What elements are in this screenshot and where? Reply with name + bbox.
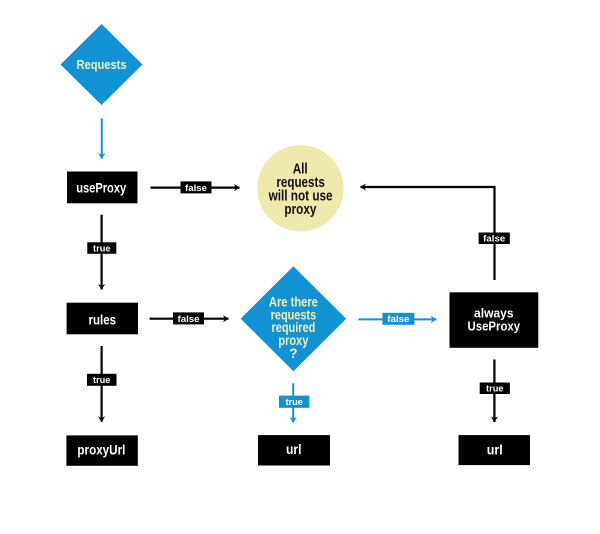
svg-text:proxyUrl: proxyUrl	[77, 441, 125, 457]
svg-text:UseProxy: UseProxy	[468, 318, 521, 333]
svg-text:false: false	[387, 314, 409, 325]
svg-text:useProxy: useProxy	[76, 179, 126, 195]
svg-text:All: All	[293, 160, 308, 177]
svg-text:url: url	[286, 441, 302, 457]
svg-text:true: true	[486, 384, 504, 395]
svg-text:requests: requests	[271, 307, 317, 322]
svg-text:true: true	[285, 397, 303, 408]
svg-text:requests: requests	[276, 174, 325, 191]
svg-text:false: false	[185, 183, 207, 194]
svg-text:will not use: will not use	[268, 187, 333, 204]
svg-text:false: false	[178, 314, 200, 325]
svg-text:required: required	[272, 320, 316, 335]
svg-text:rules: rules	[89, 312, 117, 328]
svg-text:proxy: proxy	[278, 333, 308, 348]
svg-text:true: true	[93, 375, 111, 386]
svg-text:?: ?	[289, 346, 297, 361]
svg-text:false: false	[483, 234, 505, 245]
svg-text:always: always	[474, 306, 514, 321]
svg-text:Are there: Are there	[269, 295, 318, 310]
svg-text:proxy: proxy	[284, 201, 317, 218]
svg-text:Requests: Requests	[77, 57, 127, 72]
svg-text:url: url	[487, 441, 503, 457]
svg-text:true: true	[93, 243, 111, 254]
